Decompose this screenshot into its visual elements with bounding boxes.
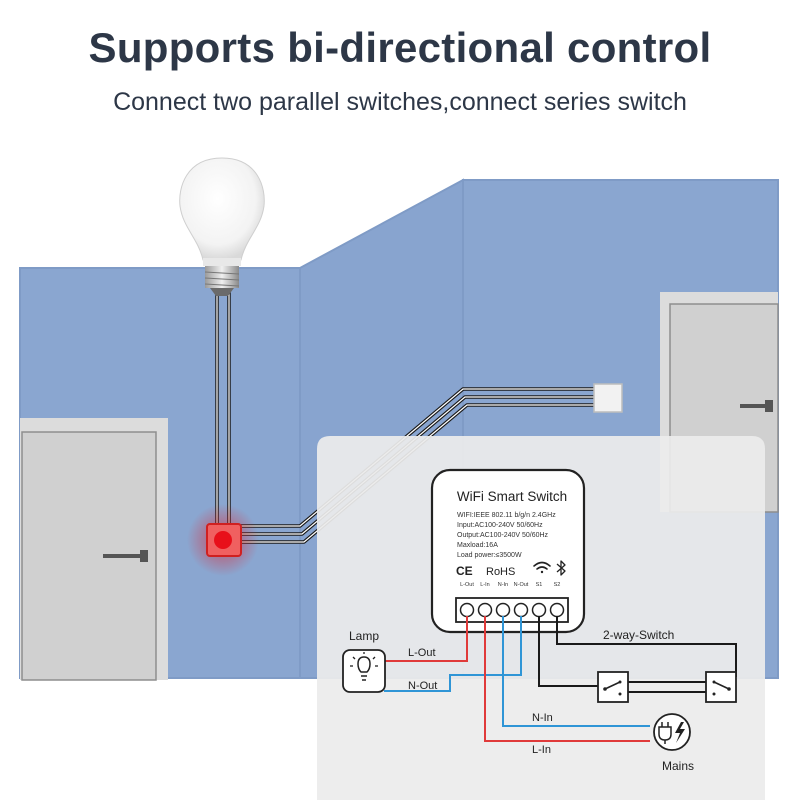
smart-switch-module: WiFi Smart Switch WIFI:IEEE 802.11 b/g/n…: [430, 468, 586, 634]
terminal-label-l-out: L-Out: [460, 582, 474, 588]
left-door-handle: [140, 550, 148, 562]
terminal-label-s1: S1: [536, 582, 543, 588]
terminal-label-l-in: L-In: [480, 582, 489, 588]
label-n-in: N-In: [532, 712, 553, 724]
right-door-handle: [765, 400, 773, 412]
terminal-label-n-in: N-In: [498, 582, 508, 588]
wall-switch-indicator: [187, 504, 259, 576]
label-mains: Mains: [662, 759, 694, 773]
wire-n-in: [502, 616, 650, 727]
terminal-block: [455, 597, 569, 623]
mains-plug-icon: [653, 713, 691, 751]
label-n-out: N-Out: [408, 680, 437, 692]
terminal-s1: [531, 602, 547, 618]
label-l-out: L-Out: [408, 647, 436, 659]
rohs-mark: RoHS: [486, 566, 515, 578]
page-subtitle: Connect two parallel switches,connect se…: [113, 88, 687, 116]
two-way-switch-left: [597, 671, 629, 703]
page-title: Supports bi-directional control: [88, 24, 712, 71]
wire-n-out: [384, 616, 522, 692]
wire-labels: L-Out N-Out N-In L-In 2-way-Switch: [408, 628, 674, 756]
terminal-screws: [459, 602, 565, 618]
terminal-label-n-out: N-Out: [514, 582, 529, 588]
device-spec-maxload: Maxload:16A: [457, 542, 498, 549]
left-door: [20, 418, 168, 681]
terminal-labels: L-Out L-In N-In N-Out S1 S2: [460, 582, 560, 588]
wifi-icon: [533, 561, 551, 574]
terminal-l-in: [477, 602, 493, 618]
ce-mark: CE: [456, 564, 473, 578]
terminal-s2: [549, 602, 565, 618]
label-l-in: L-In: [532, 744, 551, 756]
bluetooth-icon: [556, 560, 566, 576]
light-bulb-icon: [179, 157, 265, 296]
device-spec-wifi: WIFI:IEEE 802.11 b/g/n 2.4GHz: [457, 512, 556, 519]
terminal-n-out: [513, 602, 529, 618]
terminal-l-out: [459, 602, 475, 618]
device-spec-output: Output:AC100-240V 50/60Hz: [457, 532, 549, 539]
device-spec-loadpower: Load power:≤3500W: [457, 552, 522, 559]
device-spec-input: Input:AC100-240V 50/60Hz: [457, 522, 543, 529]
device-name: WiFi Smart Switch: [457, 489, 567, 504]
wire-l-out: [384, 616, 468, 662]
terminal-n-in: [495, 602, 511, 618]
wall-switch-box-right: [593, 383, 623, 413]
terminal-label-s2: S2: [554, 582, 561, 588]
two-way-switch-right: [705, 671, 737, 703]
label-2-way-switch: 2-way-Switch: [603, 628, 674, 642]
lightning-icon: [675, 722, 685, 743]
wire-l-in: [484, 616, 650, 742]
lamp-icon: [342, 649, 386, 693]
label-lamp: Lamp: [349, 629, 379, 643]
diagram-wires: [384, 616, 737, 742]
wire-s1: [538, 616, 598, 687]
